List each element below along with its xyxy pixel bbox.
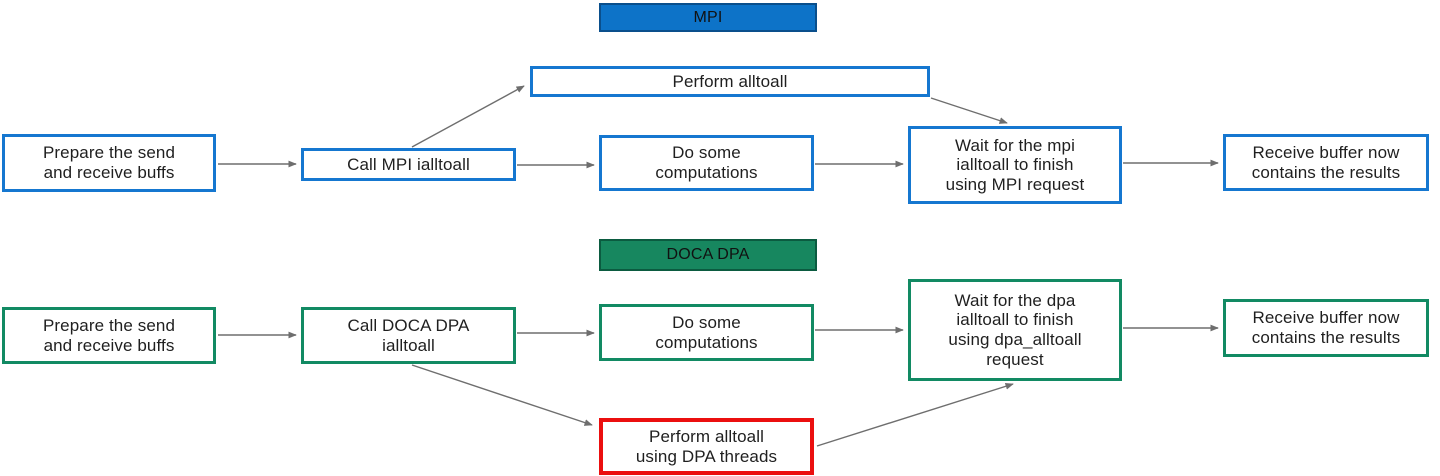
doca-node-call-ialltoall: Call DOCA DPA ialltoall: [301, 307, 516, 364]
mpi-flow-title: MPI: [599, 3, 817, 32]
doca-node-perform-dpa-threads: Perform alltoall using DPA threads: [599, 418, 814, 475]
doca-node-do-computations: Do some computations: [599, 304, 814, 361]
mpi-node-receive-results: Receive buffer now contains the results: [1223, 134, 1429, 191]
doca-node-wait-finish: Wait for the dpa ialltoall to finish usi…: [908, 279, 1122, 381]
mpi-node-perform-alltoall: Perform alltoall: [530, 66, 930, 97]
arrow-doca-call-to-perform: [411, 364, 593, 426]
arrow-doca-perform-to-wait: [816, 383, 1014, 447]
doca-node-receive-results: Receive buffer now contains the results: [1223, 299, 1429, 357]
doca-flow-title: DOCA DPA: [599, 239, 817, 271]
doca-node-prepare-buffs: Prepare the send and receive buffs: [2, 307, 216, 364]
mpi-node-prepare-buffs: Prepare the send and receive buffs: [2, 134, 216, 192]
mpi-node-call-ialltoall: Call MPI ialltoall: [301, 148, 516, 181]
mpi-node-wait-finish: Wait for the mpi ialltoall to finish usi…: [908, 126, 1122, 204]
arrow-mpi-call-to-perform: [411, 85, 525, 148]
arrow-mpi-perform-to-wait: [930, 97, 1008, 124]
mpi-node-do-computations: Do some computations: [599, 135, 814, 191]
